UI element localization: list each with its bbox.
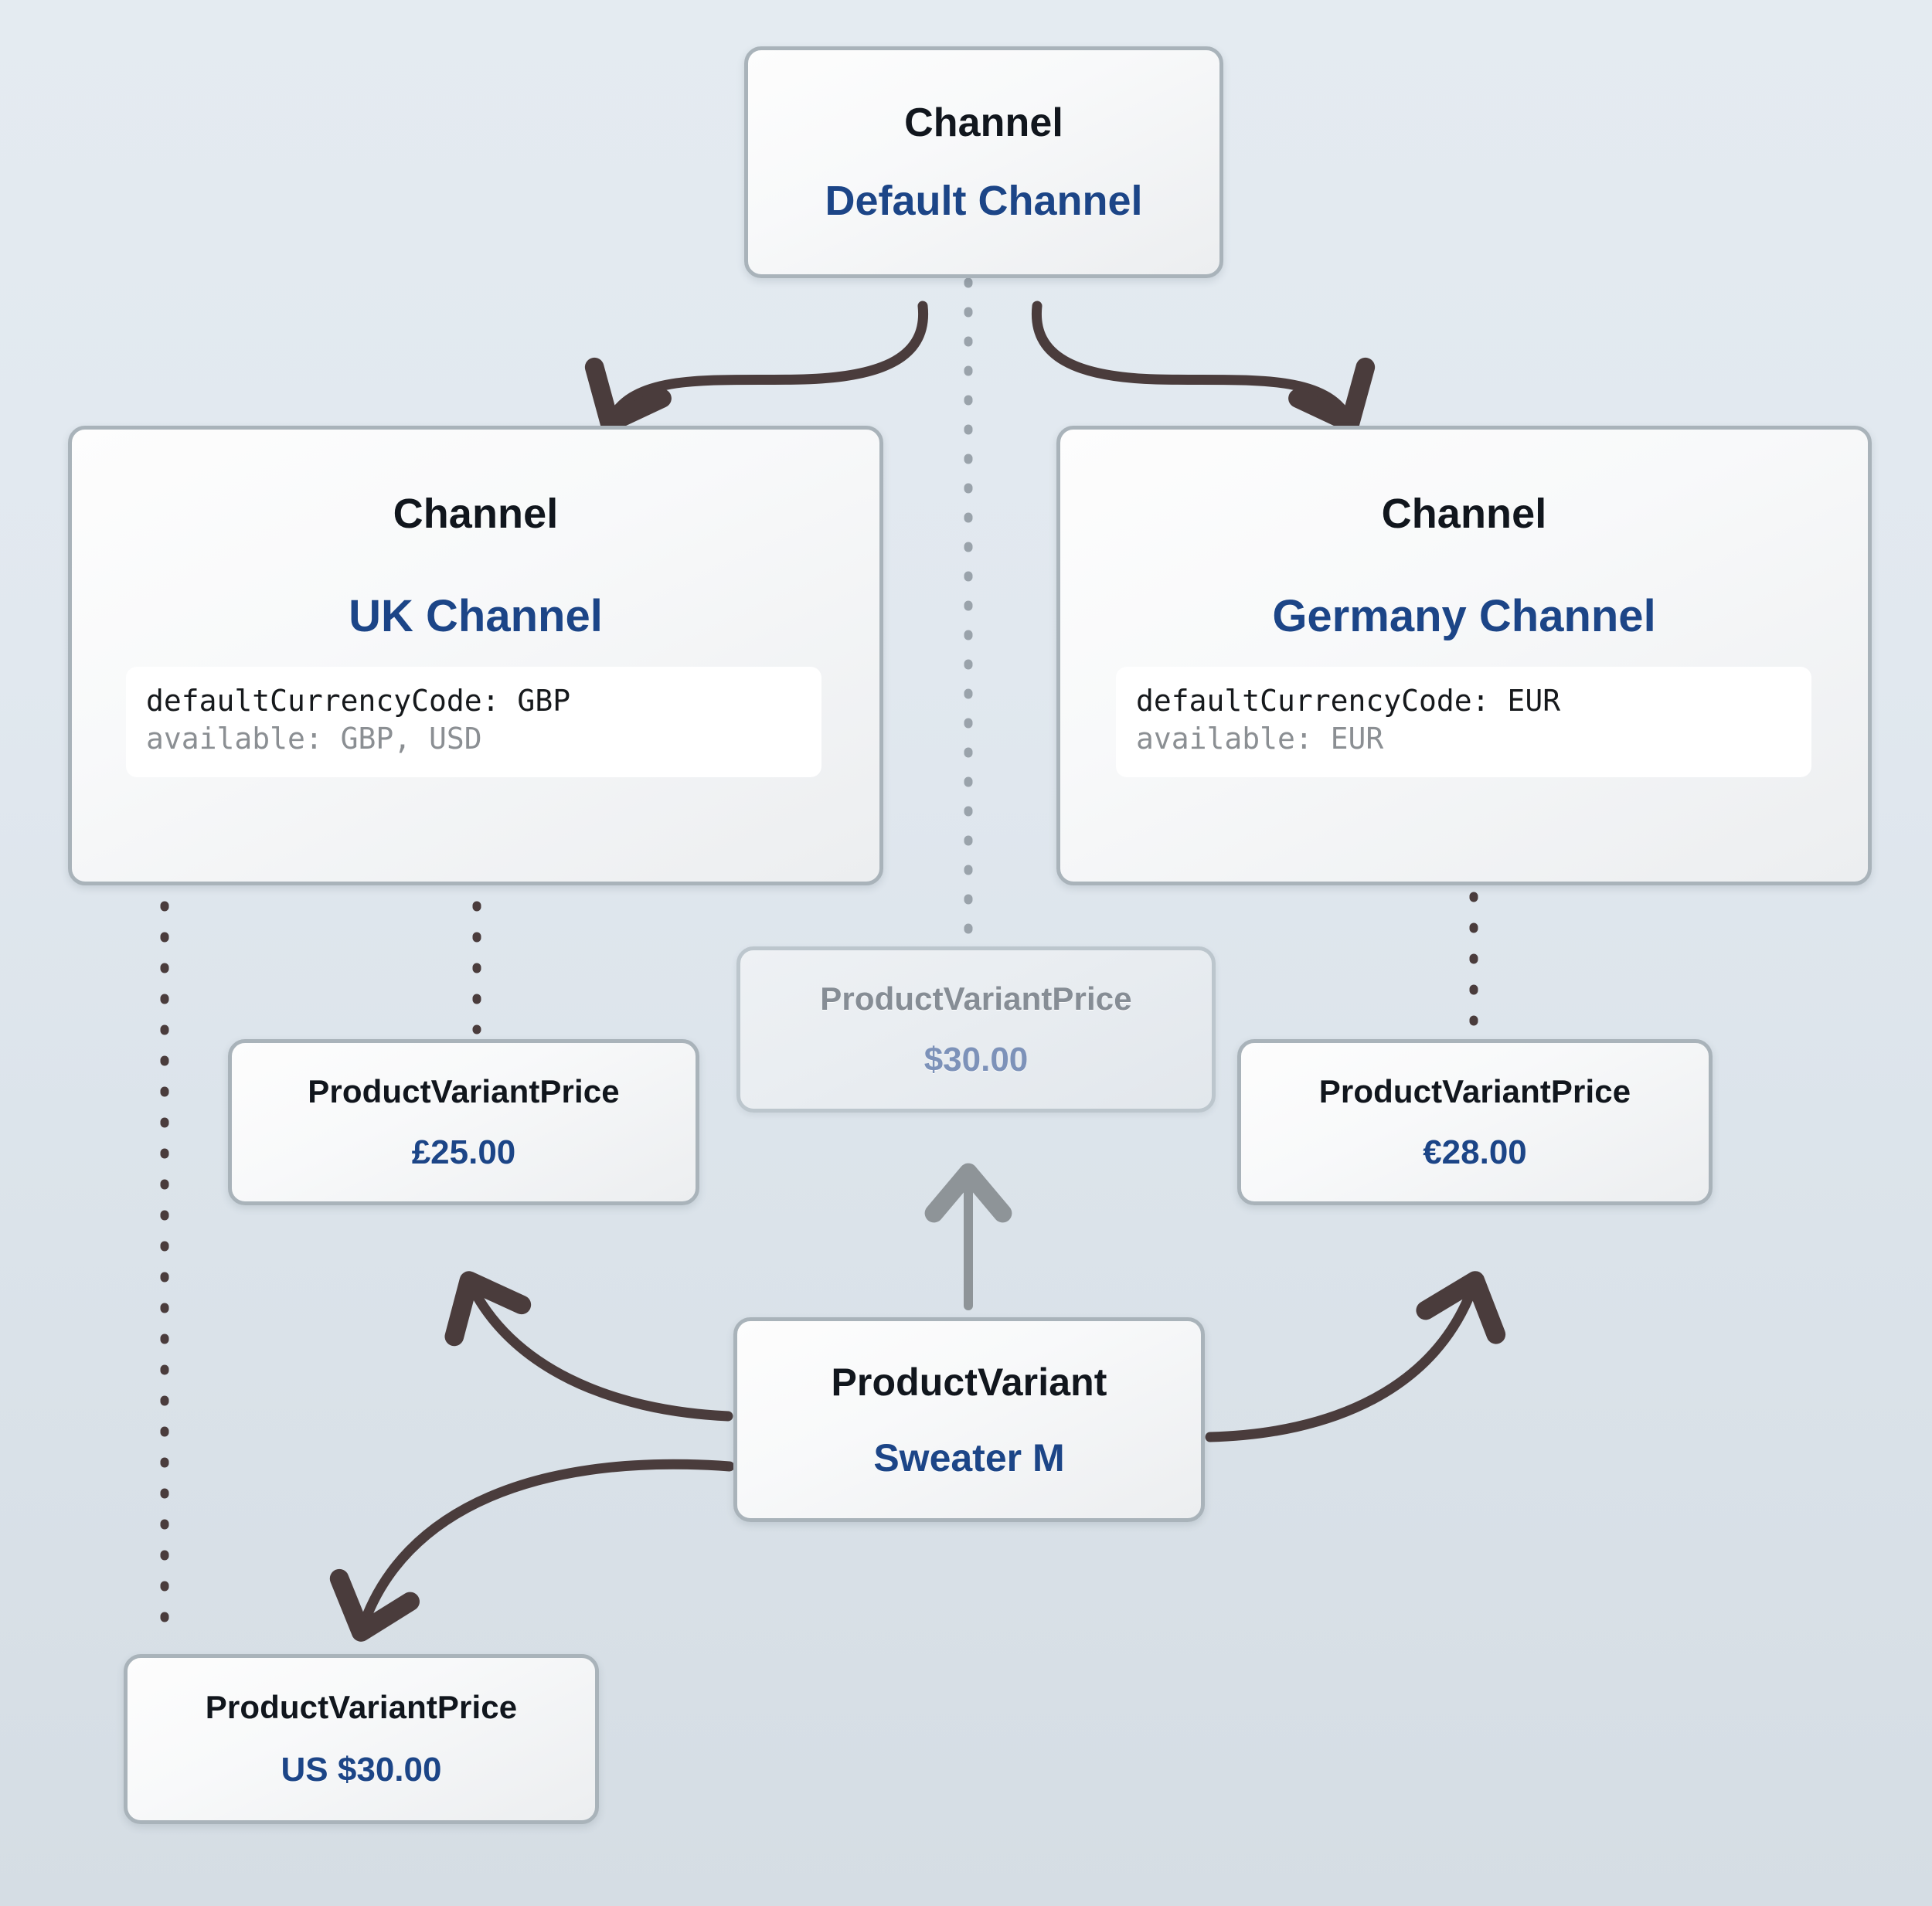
node-value-label: £25.00 [411,1133,516,1171]
node-product-variant-price-usd-ghost[interactable]: ProductVariantPrice $30.00 [736,946,1216,1113]
node-type-label: Channel [1381,491,1547,537]
node-uk-channel[interactable]: Channel UK Channel defaultCurrencyCode: … [68,426,883,885]
node-type-label: ProductVariantPrice [205,1689,518,1725]
node-value-label: UK Channel [349,591,603,641]
node-product-variant-price-gbp[interactable]: ProductVariantPrice £25.00 [228,1039,699,1205]
node-value-label: US $30.00 [281,1751,442,1789]
node-type-label: ProductVariantPrice [1318,1072,1631,1109]
connector-default-channel-to-uk-channel-final [584,301,929,433]
node-product-variant-price-eur[interactable]: ProductVariantPrice €28.00 [1237,1039,1713,1205]
connector-default-channel-to-germany-channel-final [1031,301,1376,433]
default-currency-code-line: defaultCurrencyCode: GBP [146,684,571,718]
node-value-label: $30.00 [923,1040,1029,1079]
default-currency-code-line: defaultCurrencyCode: EUR [1136,684,1561,718]
node-value-label: Default Channel [825,178,1143,224]
node-type-label: ProductVariant [831,1360,1107,1404]
node-type-label: ProductVariantPrice [820,980,1132,1017]
connector-product-variant-to-eur-price [1205,1271,1506,1442]
node-value-label: €28.00 [1423,1133,1527,1171]
node-type-label: Channel [904,100,1063,145]
node-product-variant[interactable]: ProductVariant Sweater M [733,1317,1205,1522]
node-default-channel[interactable]: Channel Default Channel [744,46,1223,278]
node-value-label: Sweater M [873,1435,1065,1480]
available-currencies-line: available: EUR [1136,722,1384,756]
node-product-variant-price-us-usd[interactable]: ProductVariantPrice US $30.00 [124,1654,599,1824]
node-type-label: Channel [393,491,559,537]
uk-channel-currency-panel: defaultCurrencyCode: GBP available: GBP,… [126,667,821,777]
germany-channel-currency-panel: defaultCurrencyCode: EUR available: EUR [1116,667,1811,777]
node-germany-channel[interactable]: Channel Germany Channel defaultCurrencyC… [1056,426,1872,885]
node-type-label: ProductVariantPrice [308,1072,620,1109]
connector-product-variant-to-us-usd-price [329,1459,735,1642]
available-currencies-line: available: GBP, USD [146,722,482,756]
node-value-label: Germany Channel [1272,591,1656,641]
connector-product-variant-to-gbp-price [444,1271,733,1422]
